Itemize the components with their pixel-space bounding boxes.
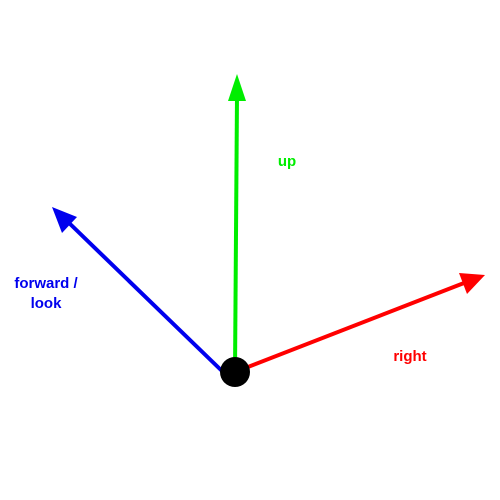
right-arrowhead <box>459 273 485 294</box>
up-arrowhead <box>228 74 246 101</box>
up-vector <box>228 74 246 373</box>
forward-arrowhead <box>52 207 77 233</box>
up-vector-shaft <box>233 95 239 373</box>
origin-point <box>220 357 250 387</box>
right-vector <box>234 273 485 374</box>
forward-vector <box>52 207 224 373</box>
right-label: right <box>393 348 426 365</box>
right-vector-shaft <box>234 281 465 374</box>
forward-label-line2: look <box>31 295 62 312</box>
up-label: up <box>278 153 296 170</box>
forward-vector-shaft <box>64 218 224 373</box>
forward-label-line1: forward / <box>14 275 78 292</box>
